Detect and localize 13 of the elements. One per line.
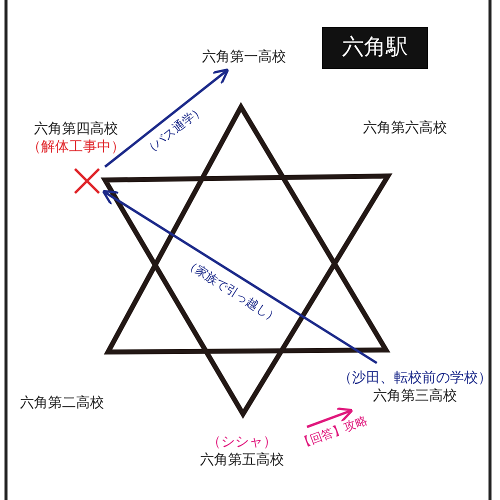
- school-label: 六角第六高校: [363, 119, 447, 137]
- school-label: 六角第五高校: [200, 451, 284, 469]
- school-label: 六角第四高校: [34, 120, 118, 138]
- school-label: 六角第一高校: [202, 48, 286, 66]
- arrow: [104, 68, 230, 168]
- note-text: （シシャ）: [207, 433, 277, 451]
- school-label: 六角第三高校: [373, 387, 457, 405]
- station-box: 六角駅: [322, 27, 428, 69]
- note-text: （沙田、転校前の学校）: [338, 369, 492, 387]
- school-label: 六角第二高校: [20, 394, 104, 412]
- status-note: （解体工事中）: [27, 138, 125, 156]
- arrow: [102, 190, 378, 364]
- arrow: [306, 407, 354, 428]
